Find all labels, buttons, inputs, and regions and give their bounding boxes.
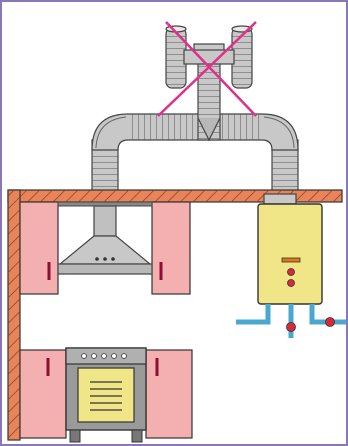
wall-hatch-icon bbox=[7, 189, 343, 441]
kitchen-cabinet-icon bbox=[19, 201, 191, 295]
vent-outlet-crossed-icon bbox=[157, 21, 257, 117]
gas-stove-oven-icon bbox=[65, 347, 147, 443]
flexible-duct-icon bbox=[91, 59, 299, 193]
gas-water-heater-icon bbox=[236, 193, 346, 338]
range-hood-icon bbox=[57, 201, 153, 275]
